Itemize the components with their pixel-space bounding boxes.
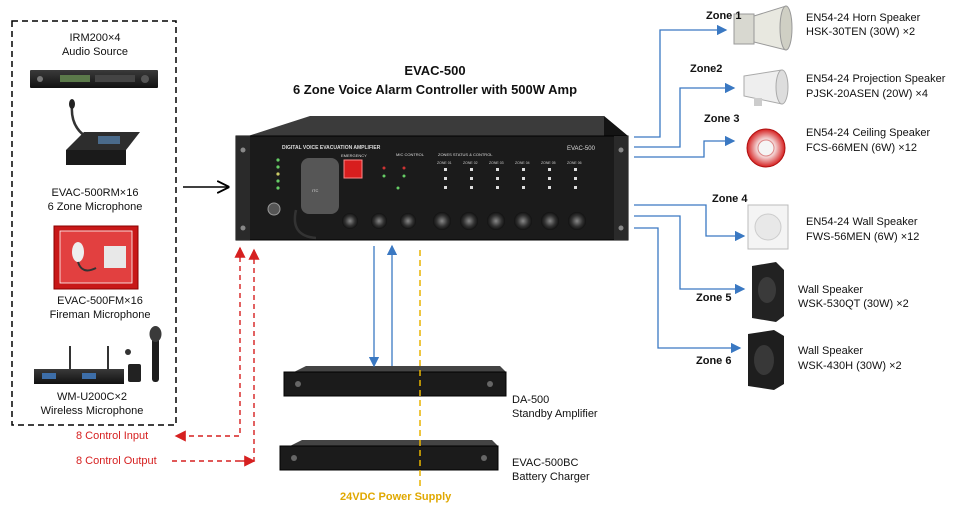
zone5-label: Zone 5 <box>696 292 732 304</box>
evac-500fm-sublabel: Fireman Microphone <box>49 309 151 321</box>
battery-charger-label: EVAC-500BC <box>512 457 579 469</box>
zone5-speaker-model: WSK-530QT (30W) ×2 <box>798 298 909 310</box>
zone1-label: Zone 1 <box>706 10 742 22</box>
zone2-label: Zone2 <box>690 63 723 75</box>
zone6-label: Zone 6 <box>696 355 732 367</box>
main-subtitle: 6 Zone Voice Alarm Controller with 500W … <box>292 82 578 97</box>
panel-mic-control-text: MIC CONTROL <box>396 152 425 157</box>
panel-zone-label: ZONE 06 <box>567 161 582 165</box>
panel-zone-label: ZONE 01 <box>437 161 452 165</box>
evac-500fm-label: EVAC-500FM×16 <box>57 295 143 307</box>
zone-output-lines <box>634 24 746 354</box>
evac-500-panel-image: DIGITAL VOICE EVACUATION AMPLIFIER EVAC-… <box>235 116 629 241</box>
zone4-speaker-model: FWS-56MEN (6W) ×12 <box>806 231 920 243</box>
control-input-label: 8 Control Input <box>76 430 149 442</box>
control-output-line <box>172 248 260 462</box>
evac-500rm-device-image <box>66 99 140 165</box>
wm-u200c-sublabel: Wireless Microphone <box>40 405 144 417</box>
zone5-speaker-name: Wall Speaker <box>798 284 864 296</box>
zone1-speaker-name: EN54-24 Horn Speaker <box>806 12 921 24</box>
zone6-line <box>634 227 742 354</box>
zone3-line <box>634 135 736 158</box>
zone5-line <box>634 215 746 295</box>
zone1-line <box>634 24 728 138</box>
panel-zone-label: ZONE 03 <box>489 161 504 165</box>
standby-amplifier-label: DA-500 <box>512 394 550 406</box>
panel-zone-label: ZONE 02 <box>463 161 478 165</box>
zone4-label: Zone 4 <box>712 193 748 205</box>
wall-speaker-white-icon <box>747 204 789 250</box>
control-lines <box>172 248 260 462</box>
battery-charger-image <box>279 440 499 471</box>
wm-u200c-label: WM-U200C×2 <box>57 391 127 403</box>
zone2-line <box>634 82 736 148</box>
panel-header-text: DIGITAL VOICE EVACUATION AMPLIFIER <box>282 145 381 151</box>
zone6-speaker-model: WSK-430H (30W) ×2 <box>798 360 902 372</box>
zone2-speaker-name: EN54-24 Projection Speaker <box>806 73 946 85</box>
standby-amplifier-sublabel: Standby Amplifier <box>512 408 598 420</box>
panel-emergency-text: EMERGENCY <box>341 153 367 158</box>
power-supply-label: 24VDC Power Supply <box>340 491 452 503</box>
evac-500rm-label: EVAC-500RM×16 <box>51 187 139 199</box>
evac-500rm-sublabel: 6 Zone Microphone <box>47 201 143 213</box>
irm200-sublabel: Audio Source <box>61 46 129 58</box>
panel-zone-label: ZONE 04 <box>515 161 530 165</box>
panel-zone-status-text: ZONES STATUS & CONTROL <box>438 152 493 157</box>
projection-speaker-icon <box>743 69 789 106</box>
battery-charger-sublabel: Battery Charger <box>512 471 590 483</box>
standby-amplifier-image <box>283 366 507 397</box>
zone3-label: Zone 3 <box>704 113 740 125</box>
wall-speaker-black-1-icon <box>752 262 784 322</box>
zone6-speaker-name: Wall Speaker <box>798 345 864 357</box>
irm200-device-image <box>30 70 158 88</box>
irm200-label: IRM200×4 <box>69 32 121 44</box>
evac-500fm-device-image <box>53 225 139 290</box>
zone1-speaker-model: HSK-30TEN (30W) ×2 <box>806 26 916 38</box>
source-group-box <box>11 20 177 426</box>
control-input-line <box>174 248 241 442</box>
zone3-speaker-name: EN54-24 Ceiling Speaker <box>806 127 931 139</box>
zone4-line <box>634 204 746 242</box>
wm-u200c-device-image <box>34 326 162 384</box>
zone3-speaker-model: FCS-66MEN (6W) ×12 <box>806 142 917 154</box>
ceiling-speaker-icon <box>746 128 786 168</box>
zone4-speaker-name: EN54-24 Wall Speaker <box>806 216 918 228</box>
panel-mic-label: ITC <box>312 188 319 193</box>
main-title: EVAC-500 <box>404 63 466 78</box>
control-output-label: 8 Control Output <box>76 455 157 467</box>
panel-zone-label: ZONE 05 <box>541 161 556 165</box>
panel-model-text: EVAC-500 <box>567 146 596 152</box>
horn-speaker-icon <box>733 5 793 51</box>
zone2-speaker-model: PJSK-20ASEN (20W) ×4 <box>806 88 928 100</box>
wall-speaker-black-2-icon <box>748 330 784 390</box>
